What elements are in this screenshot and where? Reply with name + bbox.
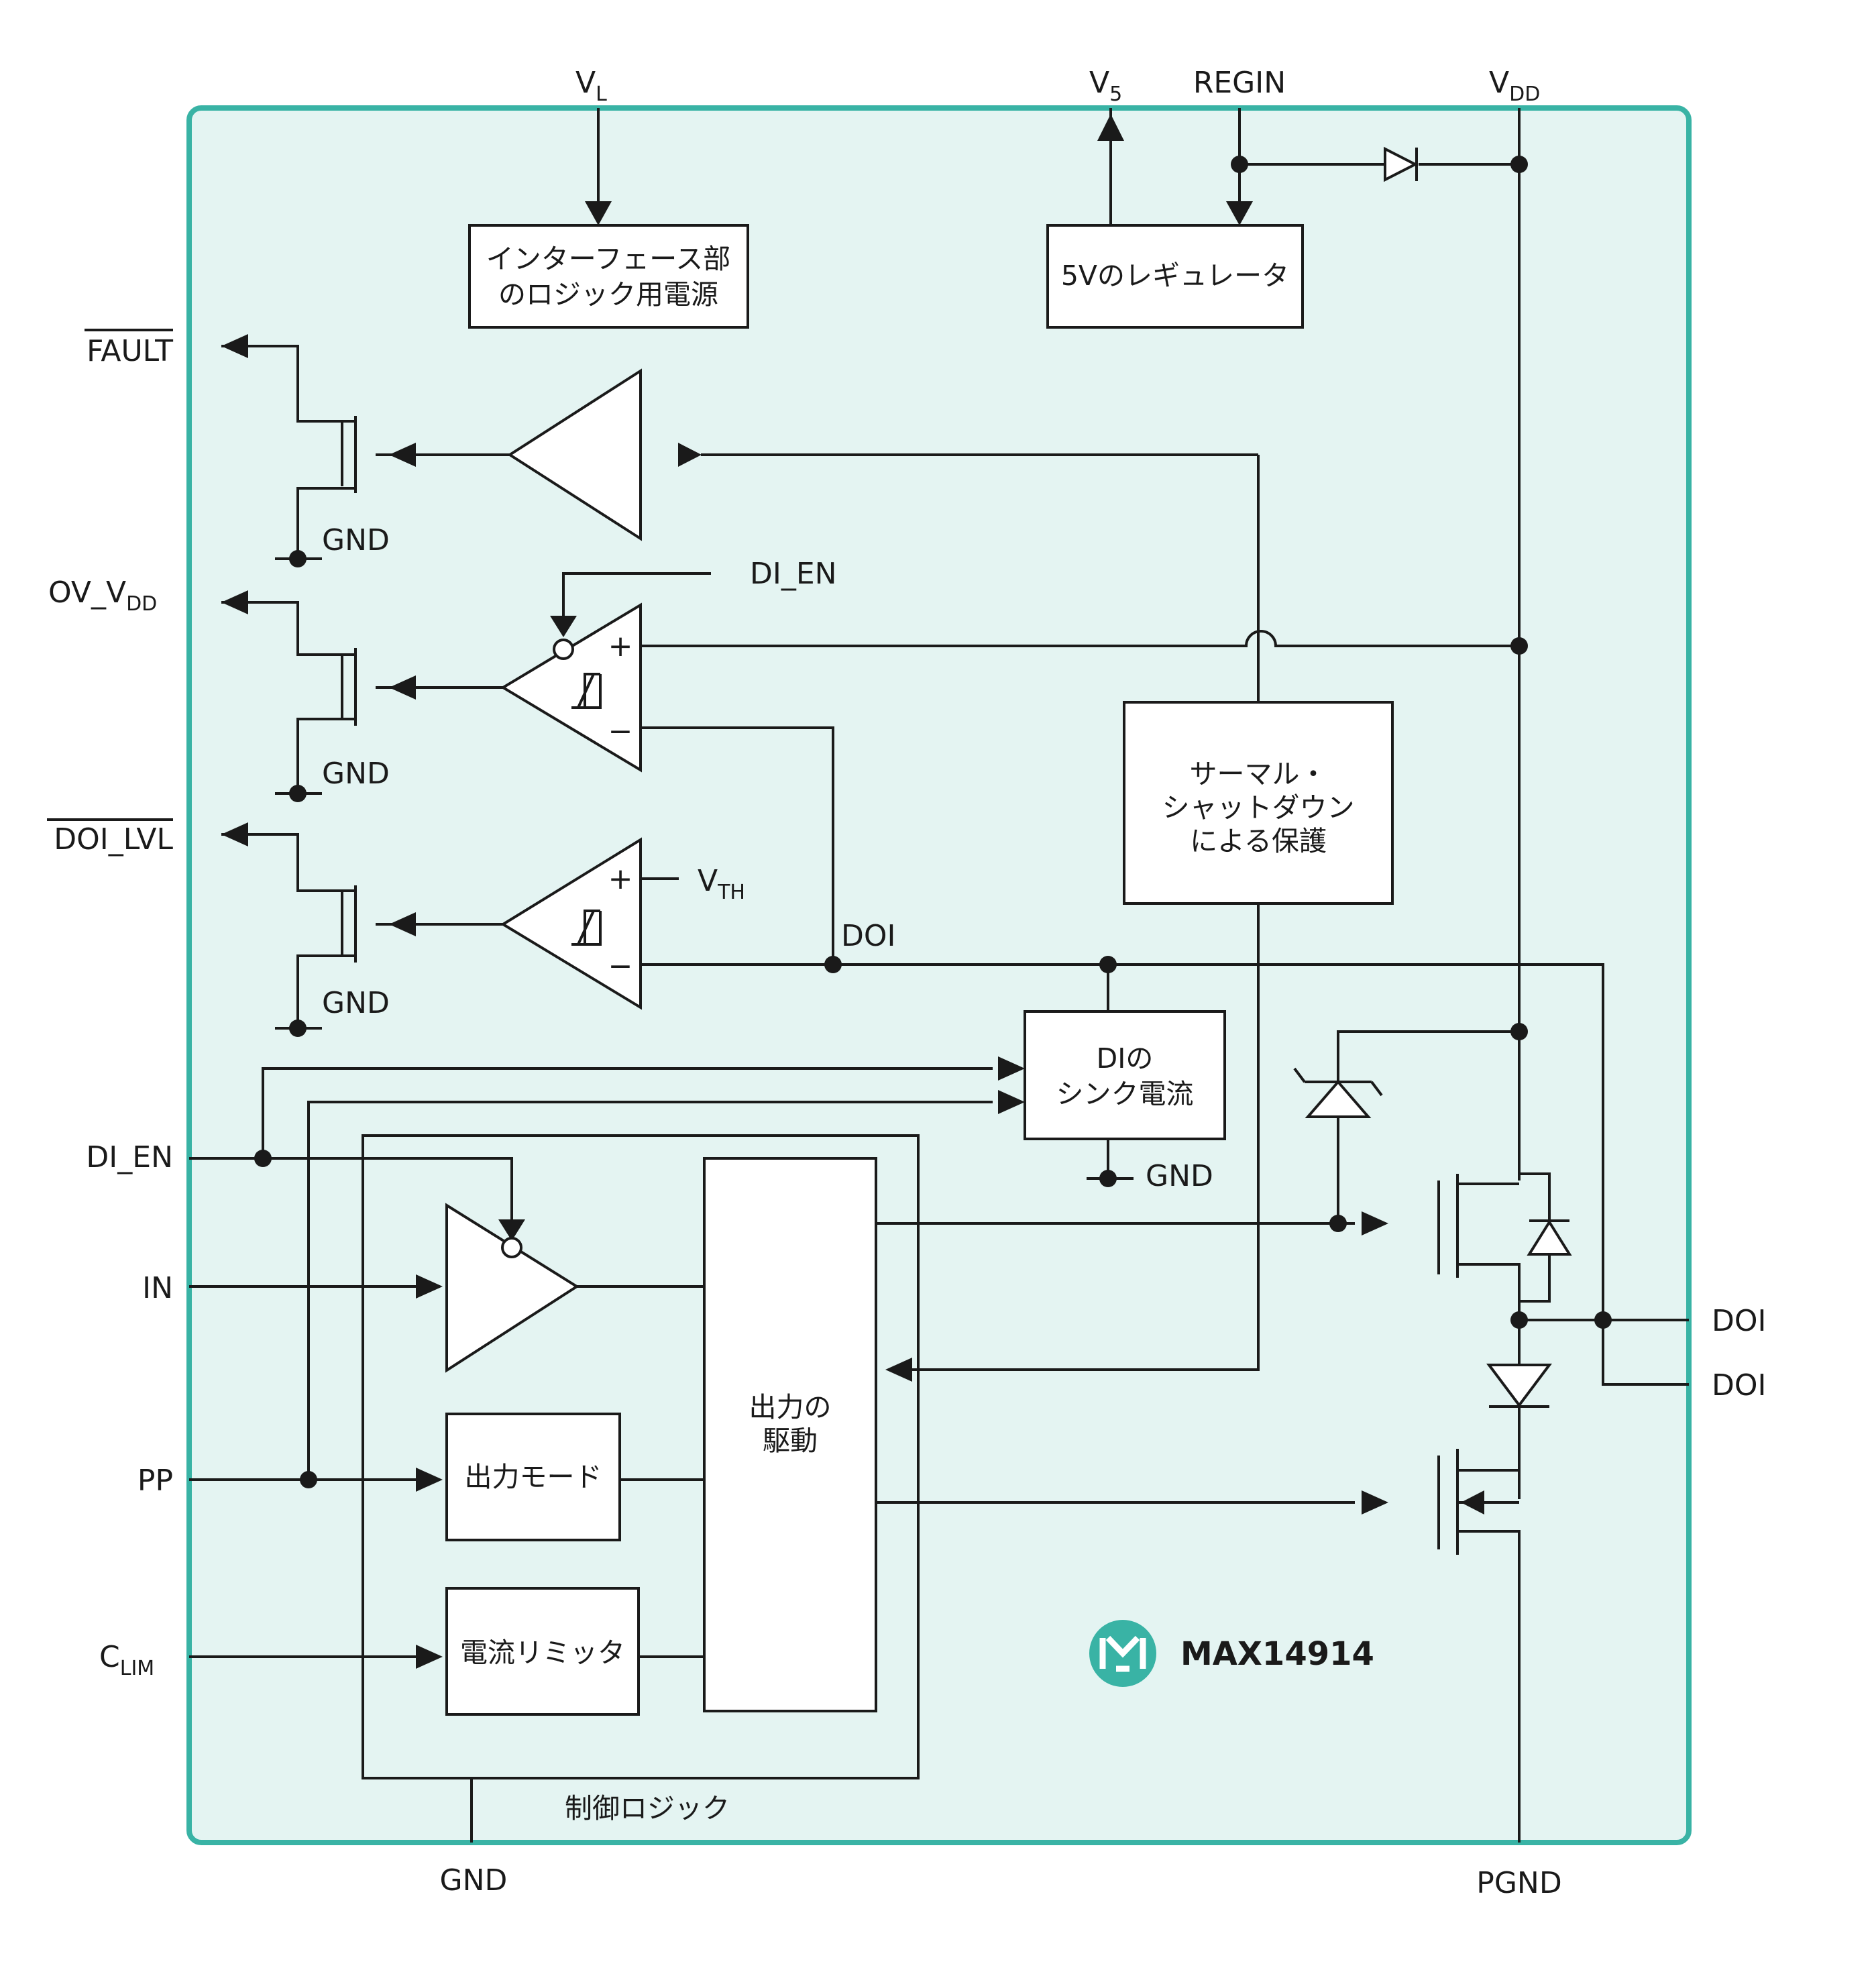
output-driver-line1: 出力の: [749, 1391, 832, 1423]
pin-vdd: VDD: [1489, 66, 1540, 106]
pin-in: IN: [142, 1271, 173, 1305]
gnd-label-1: GND: [322, 523, 390, 557]
pin-vdd-sub: DD: [1509, 83, 1540, 106]
wires: [189, 108, 1689, 1843]
current-limiter-block: [445, 1587, 640, 1716]
pin-regin: REGIN: [1193, 66, 1286, 100]
internal-di-en-label: DI_EN: [750, 557, 837, 591]
pin-ov-vdd-main: OV_V: [48, 575, 126, 610]
pin-doi-a: DOI: [1712, 1304, 1767, 1338]
gnd-label-3: GND: [322, 986, 390, 1020]
pin-di-en: DI_EN: [86, 1140, 173, 1174]
doi-plus-sign: +: [608, 862, 633, 896]
regulator-5v-block: [1046, 224, 1304, 329]
pin-vdd-main: V: [1489, 66, 1509, 100]
arrowheads: [221, 114, 1484, 1669]
vth-sub: TH: [717, 881, 745, 904]
output-mode-label: 出力モード: [465, 1461, 602, 1493]
interface-supply-line1: インターフェース部: [486, 243, 731, 275]
thermal-line2: シャットダウン: [1162, 791, 1355, 824]
pin-clim-main: C: [99, 1640, 120, 1674]
pin-v5-sub: 5: [1109, 83, 1122, 106]
pin-v5: V5: [1089, 66, 1122, 106]
output-driver-line2: 駆動: [763, 1425, 818, 1457]
control-buffer-enable-bubble: [501, 1237, 522, 1258]
pin-v5-main: V: [1089, 66, 1109, 100]
pin-doi-b: DOI: [1712, 1368, 1767, 1403]
control-logic-outline: [362, 1134, 920, 1779]
pin-ov-vdd-sub: DD: [126, 592, 157, 616]
thermal-shutdown-block: [1123, 701, 1394, 905]
doi-minus-sign: −: [608, 949, 633, 983]
hysteresis-icon-ov: [571, 673, 602, 709]
zener-diode: [1293, 1067, 1383, 1118]
ov-comparator-enable-bubble: [553, 639, 574, 660]
hysteresis-icon-doi: [571, 910, 602, 946]
pin-vl-sub: L: [596, 83, 607, 106]
doi-lvl-comparator: [500, 837, 642, 1010]
pin-pgnd: PGND: [1476, 1866, 1561, 1900]
reverse-diode: [1486, 1364, 1552, 1408]
thermal-line1: サーマル・: [1190, 758, 1327, 790]
ov-plus-sign: +: [608, 629, 633, 663]
internal-doi-label: DOI: [841, 919, 896, 953]
fault-buffer: [507, 368, 642, 541]
current-limiter-label: 電流リミッタ: [460, 1637, 625, 1669]
control-logic-label: 制御ロジック: [565, 1792, 730, 1824]
regulator-5v-label: 5Vのレギュレータ: [1061, 260, 1289, 292]
pin-vl: VL: [575, 66, 607, 106]
body-diode: [1527, 1219, 1572, 1256]
vth-main: V: [698, 864, 718, 898]
pin-clim-sub: LIM: [120, 1657, 154, 1680]
diode-regin: [1384, 146, 1419, 182]
junction-dots: [254, 156, 1612, 1488]
pin-ov-vdd: OV_VDD: [48, 575, 157, 616]
chip-name: MAX14914: [1180, 1635, 1374, 1673]
output-driver-block: [703, 1157, 877, 1712]
ov-minus-sign: −: [608, 714, 633, 749]
pin-gnd: GND: [440, 1863, 508, 1898]
thermal-line3: による保護: [1190, 825, 1327, 857]
di-sink-line1: DIの: [1097, 1042, 1154, 1075]
maxim-logo-icon: [1089, 1620, 1156, 1687]
interface-supply-line2: のロジック用電源: [498, 278, 718, 311]
pin-doi-lvl: DOI_LVL: [54, 822, 173, 857]
di-sink-line2: シンク電流: [1056, 1078, 1194, 1110]
pin-fault: FAULT: [87, 334, 173, 368]
di-sink-block: [1024, 1010, 1226, 1140]
vth-label: VTH: [698, 864, 745, 904]
pin-pp: PP: [137, 1464, 173, 1498]
gnd-label-sink: GND: [1146, 1159, 1213, 1193]
output-mode-block: [445, 1413, 621, 1541]
interface-supply-block: [468, 224, 749, 329]
pin-vl-main: V: [575, 66, 596, 100]
gnd-label-2: GND: [322, 757, 390, 791]
chip-outline: [186, 105, 1692, 1845]
pin-clim: CLIM: [99, 1640, 154, 1680]
